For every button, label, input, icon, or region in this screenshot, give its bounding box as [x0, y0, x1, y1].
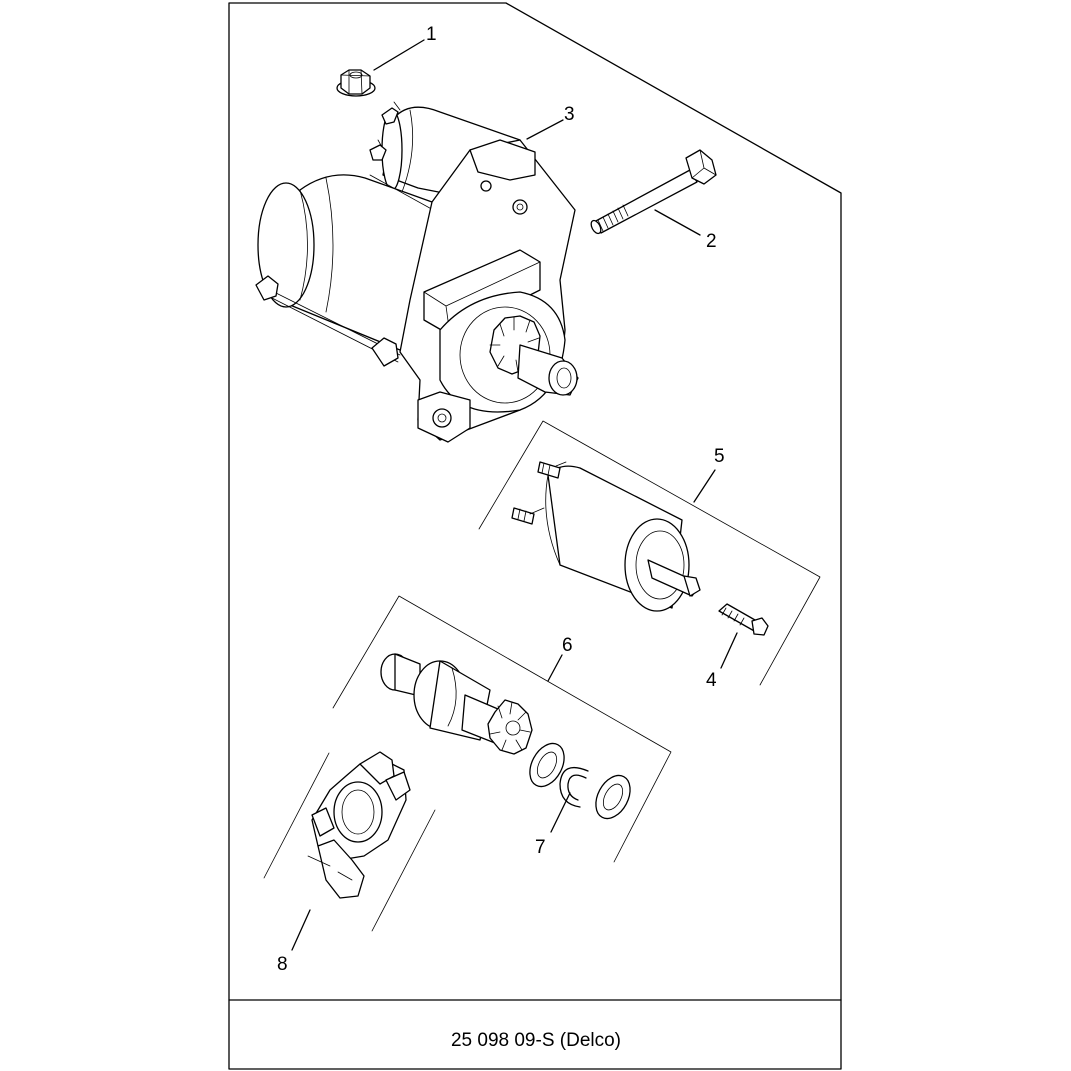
- part-6-drive-pinion[interactable]: [332, 595, 672, 863]
- callout-leader-lines: [291, 39, 738, 951]
- part-7-washers-and-clip[interactable]: [523, 738, 637, 825]
- part-2-through-bolt[interactable]: [589, 149, 717, 235]
- part-1-flange-nut[interactable]: [336, 69, 376, 97]
- part-5-solenoid[interactable]: [478, 420, 821, 686]
- part-8-group-box: [263, 752, 436, 932]
- callout-6: 6: [562, 635, 573, 656]
- part-4-screw[interactable]: [718, 603, 769, 636]
- part-8-brush-holder[interactable]: [263, 751, 436, 932]
- part-6-group-box: [332, 595, 672, 863]
- callout-4: 4: [706, 670, 717, 691]
- part-code-caption: 25 098 09-S (Delco): [451, 1030, 621, 1051]
- callout-7: 7: [535, 837, 546, 858]
- part-3-starter-motor[interactable]: [255, 101, 579, 443]
- callout-2: 2: [706, 231, 717, 252]
- callout-1: 1: [426, 24, 437, 45]
- callout-8: 8: [277, 954, 288, 975]
- callout-5: 5: [714, 446, 725, 467]
- callout-3: 3: [564, 104, 575, 125]
- part-5-group-box: [478, 420, 821, 686]
- diagram-frame: [228, 2, 842, 1070]
